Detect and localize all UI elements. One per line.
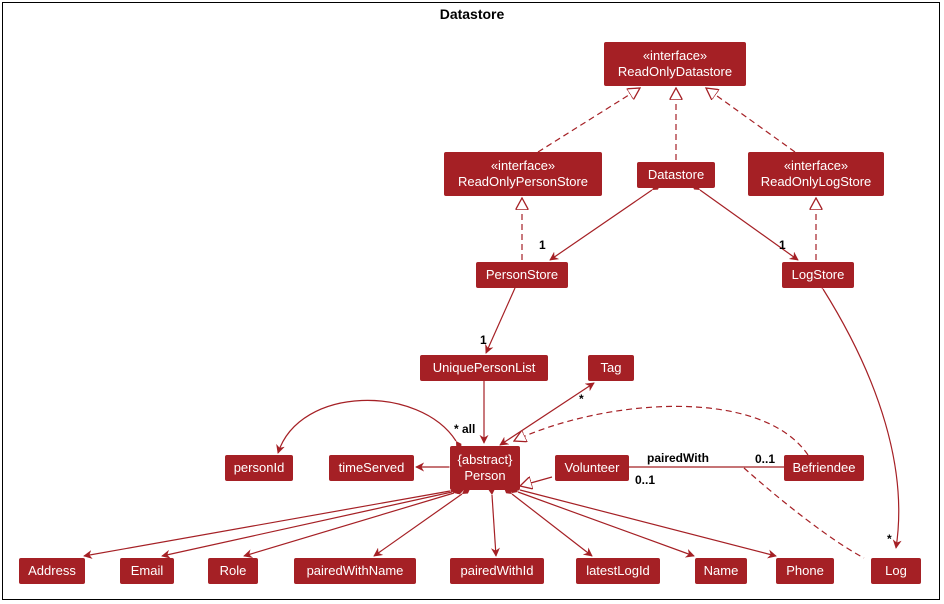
node-log: Log (871, 558, 921, 584)
mult-datastore-logstore: 1 (779, 238, 786, 252)
edge-personstore-uniquepersonlist (485, 278, 520, 354)
mult-personstore-list: 1 (480, 333, 487, 347)
node-label: pairedWithName (306, 563, 404, 578)
edge-pairedwith-log (743, 467, 865, 559)
node-timeserved: timeServed (329, 455, 414, 481)
node-label: ReadOnlyPersonStore (457, 174, 589, 189)
node-label: Befriendee (792, 460, 856, 475)
node-label: Role (219, 563, 247, 578)
mult-befriendee: 0..1 (755, 452, 776, 466)
node-tag: Tag (588, 355, 634, 381)
node-person: {abstract} Person (450, 446, 520, 490)
edge-datastore-personstore (549, 184, 661, 261)
node-label: Phone (786, 563, 824, 578)
edge-person-name (508, 487, 695, 558)
node-label: PersonStore (485, 267, 559, 282)
node-befriendee: Befriendee (784, 455, 864, 481)
edge-person-personid (276, 399, 462, 454)
node-stereotype: «interface» (490, 158, 556, 173)
node-label: LogStore (791, 267, 845, 282)
node-label: Tag (600, 360, 622, 375)
mult-list-person: * all (454, 422, 476, 436)
node-pairedwithname: pairedWithName (294, 558, 416, 584)
node-personstore: PersonStore (476, 262, 568, 288)
edge-person-role (243, 488, 464, 558)
node-readonlypersonstore: «interface» ReadOnlyPersonStore (444, 152, 602, 196)
node-label: Log (885, 563, 907, 578)
node-label: ReadOnlyDatastore (617, 64, 733, 79)
node-address: Address (19, 558, 85, 584)
edge-volunteer-person (520, 476, 553, 486)
node-email: Email (120, 558, 174, 584)
edge-logstore-iface-to-readonlydatastore (706, 88, 796, 153)
node-label: Email (130, 563, 164, 578)
edge-person-pairedwithname (373, 488, 471, 557)
edge-person-pairedwithid (488, 484, 500, 557)
node-label: Volunteer (564, 460, 620, 475)
node-latestlogid: latestLogId (576, 558, 660, 584)
edge-person-address (83, 487, 461, 560)
node-label: Address (28, 563, 76, 578)
node-label: personId (233, 460, 285, 475)
edge-befriendee-person-dashed (514, 405, 809, 456)
node-stereotype: {abstract} (457, 452, 513, 467)
edge-logstore-log (817, 280, 902, 549)
node-label: Person (464, 468, 506, 483)
edge-person-phone (510, 485, 777, 559)
mult-datastore-personstore: 1 (539, 238, 546, 252)
node-personid: personId (225, 455, 293, 481)
node-label: UniquePersonList (432, 360, 536, 375)
edge-person-latestlogid (503, 487, 593, 557)
edge-personstore-iface-to-readonlydatastore (537, 88, 640, 153)
node-readonlydatastore: «interface» ReadOnlyDatastore (604, 42, 746, 86)
node-uniquepersonlist: UniquePersonList (420, 355, 548, 381)
node-datastore: Datastore (637, 162, 715, 188)
node-label: Datastore (647, 167, 705, 182)
mult-tag: * (579, 392, 584, 406)
node-readonlylogstore: «interface» ReadOnlyLogStore (748, 152, 884, 196)
node-label: timeServed (338, 460, 405, 475)
node-phone: Phone (776, 558, 834, 584)
node-label: Name (703, 563, 739, 578)
node-name: Name (695, 558, 747, 584)
node-label: ReadOnlyLogStore (760, 174, 872, 189)
node-role: Role (208, 558, 258, 584)
node-logstore: LogStore (782, 262, 854, 288)
node-volunteer: Volunteer (555, 455, 629, 481)
mult-volunteer: 0..1 (635, 473, 656, 487)
node-pairedwithid: pairedWithId (450, 558, 544, 584)
assoc-label-pairedwith: pairedWith (647, 451, 709, 465)
mult-log: * (887, 532, 892, 546)
edge-datastore-logstore (691, 184, 799, 261)
node-label: pairedWithId (460, 563, 534, 578)
node-stereotype: «interface» (642, 48, 708, 63)
edge-person-email (161, 487, 463, 559)
diagram-title: Datastore (439, 6, 505, 22)
node-stereotype: «interface» (783, 158, 849, 173)
node-label: latestLogId (586, 563, 650, 578)
